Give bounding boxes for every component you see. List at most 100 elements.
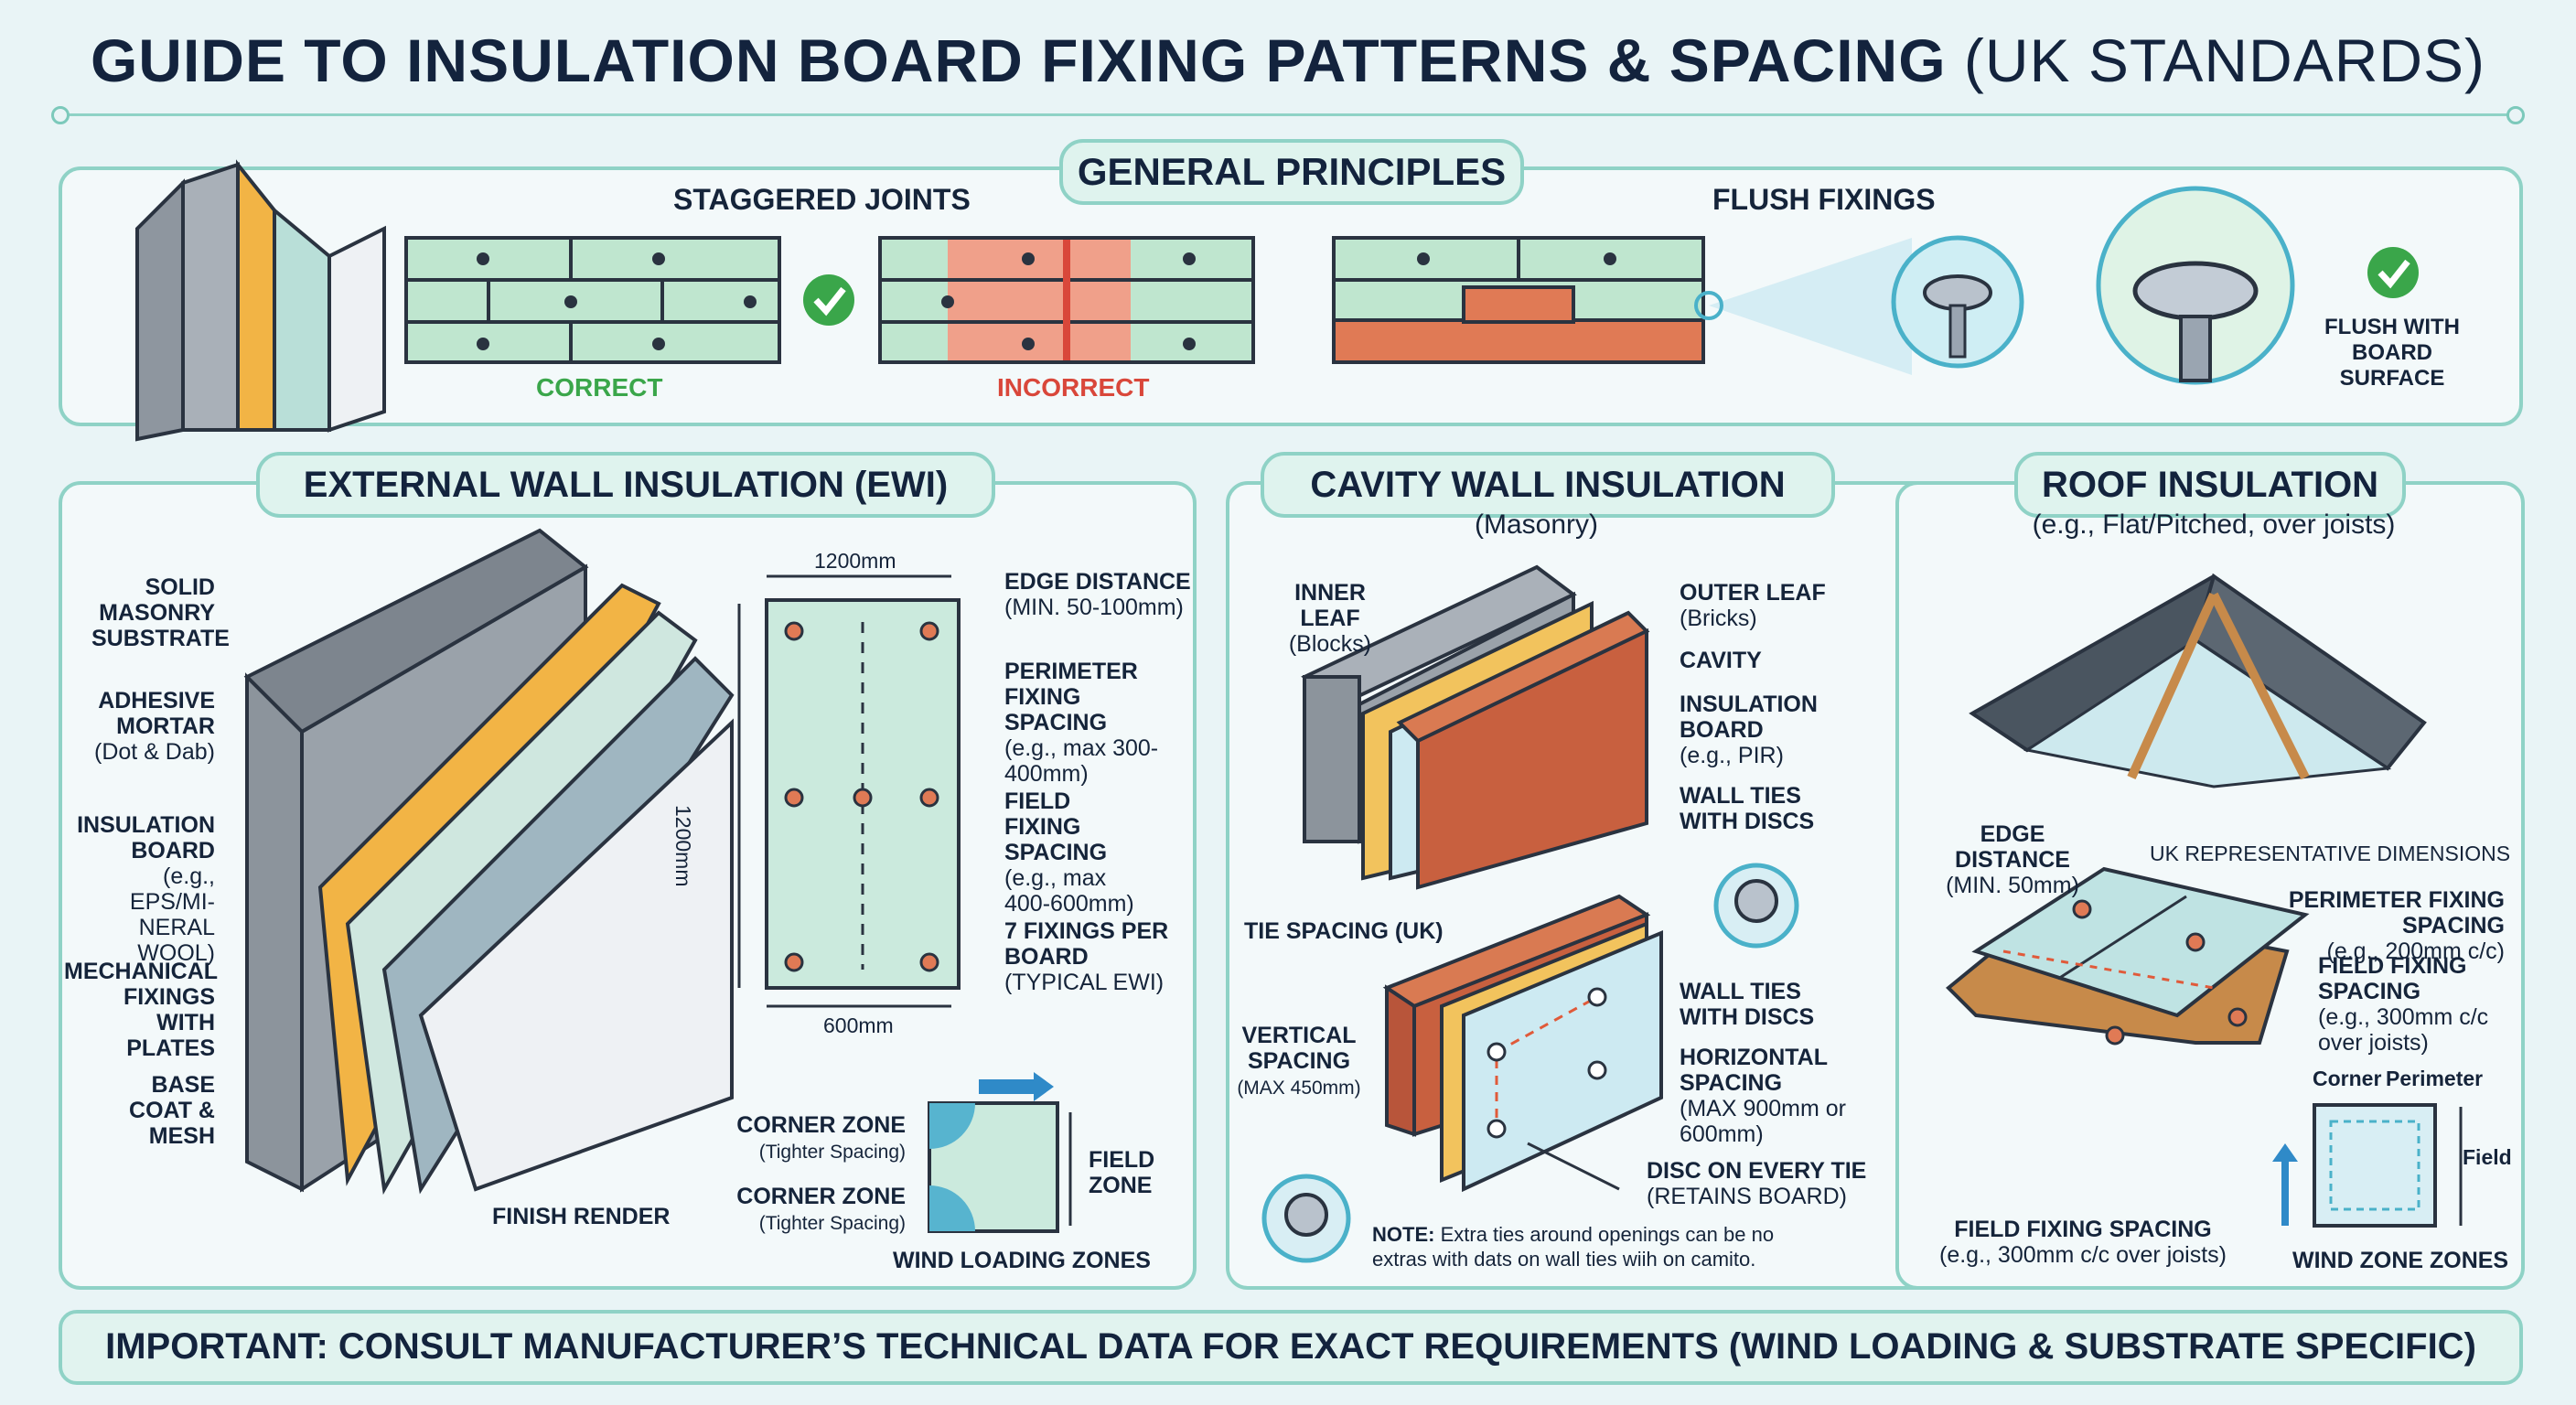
roof-zones-caption: WIND ZONE ZONES [2292,1248,2509,1273]
substrate-label: SOLID MASONRY SUBSTRATE [91,574,230,651]
staggered-joints-title: STAGGERED JOINTS [673,183,971,216]
roof-field2-label: FIELD FIXING SPACING(e.g., 300mm c/c ove… [1932,1217,2234,1268]
insulation-note: (e.g., EPS/MI-NERAL WOOL) [129,863,215,966]
ewi-layer-adhesive: ADHESIVE MORTAR(Dot & Dab) [82,688,215,765]
fixings-label: MECHANICAL FIXINGS WITH PLATES [64,959,219,1061]
wall-ties-label: WALL TIES WITH DISCS [1680,783,1853,834]
roof-perimeter-label: PERIMETER FIXING SPACING(e.g., 200mm c/c… [2194,887,2505,964]
ewi-heading: EXTERNAL WALL INSULATION (EWI) [256,452,995,518]
cavity-wall-block [1301,564,1650,890]
horizontal-spacing-label: HORIZONTAL SPACING(MAX 900mm or 600mm) [1680,1045,1862,1147]
flush-fixings-title: FLUSH FIXINGS [1712,183,1936,216]
roof-field-short-label: Field [2463,1145,2512,1169]
ewi-layer-render: FINISH RENDER [492,1204,670,1229]
wall-section-icon [135,159,386,442]
staggered-correct-diagram [404,236,781,364]
corner-zone-1: CORNER ZONE(Tighter Spacing) [723,1112,906,1165]
corner-zone-2: CORNER ZONE(Tighter Spacing) [723,1184,906,1237]
cavity-label: CAVITY [1680,648,1762,673]
edge-distance-title: EDGE DISTANCE [1004,569,1191,595]
flush-note: FLUSH WITH BOARD SURFACE [2324,315,2460,391]
vertical-spacing-note: (MAX 450mm) [1237,1078,1361,1099]
title-main: GUIDE TO INSULATION BOARD FIXING PATTERN… [90,27,1947,94]
fixings-count-note: (TYPICAL EWI) [1004,970,1165,995]
ewi-layer-substrate: SOLID MASONRY SUBSTRATE [91,574,230,651]
wall-ties-2-title: WALL TIES WITH DISCS [1680,979,1815,1030]
half-width-label: 600mm [823,1014,894,1037]
roof-edge-title: EDGE DISTANCE [1955,821,2070,873]
adhesive-label: ADHESIVE MORTAR [98,688,215,739]
outer-leaf-title: OUTER LEAF [1680,580,1826,606]
inner-leaf-note: (Blocks) [1288,631,1372,657]
roof-perimeter-note: (e.g., 200mm c/c) [2326,938,2506,964]
insulation-board-label: INSULATION BOARD(e.g., PIR) [1680,692,1818,768]
cavity-tie-spacing-diagram [1261,863,1799,1263]
roof-subheading: (e.g., Flat/Pitched, over joists) [2032,509,2396,540]
roof-perimeter-short-label: Perimeter [2386,1067,2484,1090]
wind-loading-caption: WIND LOADING ZONES [893,1248,1151,1273]
perimeter-spacing-callout: PERIMETER FIXING SPACING(e.g., max 300-4… [1004,659,1178,787]
page-title: GUIDE TO INSULATION BOARD FIXING PATTERN… [0,26,2576,95]
ewi-layer-fixings: MECHANICAL FIXINGS WITH PLATES [64,959,219,1061]
cavity-note: NOTE: Extra ties around openings can be … [1372,1222,1811,1271]
cavity-subheading: (Masonry) [1475,509,1599,540]
flush-check-icon [2367,247,2419,298]
note-text: Extra ties around openings can be no ext… [1372,1223,1775,1271]
inner-leaf-label: INNER LEAF(Blocks) [1266,580,1394,657]
note-label: NOTE: [1372,1223,1435,1246]
roof-heading: ROOF INSULATION [2014,452,2406,518]
fixings-count-title: 7 FIXINGS PER BOARD [1004,918,1169,970]
roof-field-label: FIELD FIXING SPACING(e.g., 300mm c/c ove… [2318,953,2501,1056]
roof-edge-label: EDGE DISTANCE(MIN. 50mm) [1921,821,2104,898]
tie-spacing-label: TIE SPACING (UK) [1244,918,1444,944]
ewi-layer-basecoat: BASE COAT & MESH [82,1072,215,1149]
cavity-heading: CAVITY WALL INSULATION [1261,452,1835,518]
insulation-label: INSULATION BOARD [77,812,215,863]
field-title: FIELD FIXING SPACING [1004,788,1108,865]
board-width-label: 1200mm [814,549,896,573]
title-suffix: (UK STANDARDS) [1963,27,2486,94]
roof-field2-title: FIELD FIXING SPACING [1954,1217,2212,1242]
ewi-wall-section [243,528,735,1196]
horizontal-spacing-note: (MAX 900mm or 600mm) [1680,1096,1846,1147]
roof-field-note: (e.g., 300mm c/c over joists) [2318,1004,2489,1056]
wall-ties-title: WALL TIES WITH DISCS [1680,783,1815,834]
roof-corner-label: Corner [2313,1067,2382,1090]
incorrect-label: INCORRECT [997,373,1150,402]
general-principles-heading: GENERAL PRINCIPLES [1059,139,1524,205]
render-label: FINISH RENDER [492,1204,671,1229]
outer-leaf-label: OUTER LEAF(Bricks) [1680,580,1826,631]
roof-rep-dims: UK REPRESENTATIVE DIMENSIONS [2150,842,2511,865]
corner-zone-1-note: (Tighter Spacing) [758,1142,906,1163]
divider-dot-left [51,106,70,124]
disc-note: (RETAINS BOARD) [1647,1184,1847,1209]
vertical-spacing-title: VERTICAL SPACING [1241,1023,1357,1074]
wind-zone-diagram [928,1072,1072,1233]
field-spacing-callout: FIELD FIXING SPACING(e.g., max 400-600mm… [1004,788,1151,917]
title-divider [64,113,2516,116]
outer-leaf-note: (Bricks) [1680,606,1757,631]
inner-leaf-title: INNER LEAF [1294,580,1366,631]
roof-wind-zones [2272,1103,2463,1228]
edge-distance-callout: EDGE DISTANCE(MIN. 50-100mm) [1004,569,1191,620]
footer-banner: IMPORTANT: CONSULT MANUFACTURER’S TECHNI… [59,1310,2523,1385]
divider-dot-right [2506,106,2525,124]
adhesive-note: (Dot & Dab) [94,739,215,765]
wall-ties-2-label: WALL TIES WITH DISCS [1680,979,1853,1030]
roof-board-diagram [1946,866,2310,1046]
ewi-layer-insulation: INSULATION BOARD(e.g., EPS/MI-NERAL WOOL… [73,812,215,966]
insulation-board-title: INSULATION BOARD [1680,692,1818,743]
disc-label: DISC ON EVERY TIE(RETAINS BOARD) [1647,1158,1921,1209]
field-zone-label: FIELD ZONE [1089,1147,1155,1198]
roof-field2-note: (e.g., 300mm c/c over joists) [1939,1242,2227,1268]
roof-field-title: FIELD FIXING SPACING [2318,953,2467,1004]
corner-zone-2-note: (Tighter Spacing) [758,1213,906,1234]
fixings-count-callout: 7 FIXINGS PER BOARD(TYPICAL EWI) [1004,918,1178,995]
staggered-incorrect-diagram [878,236,1255,364]
horizontal-spacing-title: HORIZONTAL SPACING [1680,1045,1828,1096]
perimeter-note: (e.g., max 300-400mm) [1004,735,1159,787]
